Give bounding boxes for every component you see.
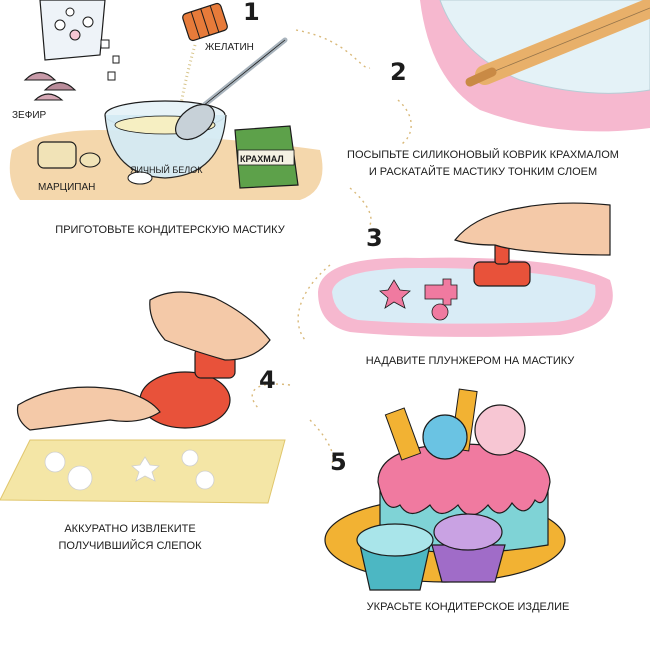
step-2-illustration xyxy=(420,0,650,132)
step-1-number: 1 xyxy=(243,0,260,26)
rolling-pin xyxy=(465,0,650,87)
step-1-illustration xyxy=(9,0,323,200)
egg-shell xyxy=(127,171,153,185)
hand-upper xyxy=(149,291,271,361)
step-2-caption-line2: И РАСКАТАЙТЕ МАСТИКУ ТОНКИМ СЛОЕМ xyxy=(369,165,597,178)
step-3-caption: НАДАВИТЕ ПЛУНЖЕРОМ НА МАСТИКУ xyxy=(366,355,576,367)
starch-bag xyxy=(234,125,299,189)
red-plunger-in-hand xyxy=(139,347,236,429)
blue-lollipop xyxy=(422,414,468,460)
cut-star-shape xyxy=(379,279,411,309)
label-gelatin: ЖЕЛАТИН xyxy=(205,42,254,53)
step-4-illustration xyxy=(0,291,286,504)
connector-curves xyxy=(251,29,412,466)
step-4-caption-line2: ПОЛУЧИВШИЙСЯ СЛЕПОК xyxy=(59,539,203,552)
fondant-shapes-on-sheet xyxy=(44,449,215,491)
label-marzipan: МАРЦИПАН xyxy=(38,182,95,193)
purple-cupcake xyxy=(431,513,506,583)
step-3-illustration xyxy=(318,202,613,337)
step-2-number: 2 xyxy=(390,58,407,86)
mat-fondant xyxy=(332,268,596,324)
step-2-caption-line1: ПОСЫПЬТЕ СИЛИКОНОВЫЙ КОВРИК КРАХМАЛОМ xyxy=(347,148,619,161)
marshmallow-bag xyxy=(39,0,120,81)
hand-lower xyxy=(16,386,161,431)
step-3-number: 3 xyxy=(366,224,383,252)
cut-puzzle-shape xyxy=(424,278,458,306)
marzipan xyxy=(37,141,101,169)
step-4-caption-line1: АККУРАТНО ИЗВЛЕКИТЕ xyxy=(64,523,195,535)
teal-cupcake xyxy=(356,523,434,591)
step-4-number: 4 xyxy=(259,366,276,394)
step-5-number: 5 xyxy=(330,448,347,476)
striped-lollipop xyxy=(474,404,526,456)
hand-pressing xyxy=(453,202,611,256)
label-egg-white: ЯИЧНЫЙ БЕЛОК xyxy=(130,164,203,175)
label-zefir: ЗЕФИР xyxy=(12,110,47,121)
cut-flower-shape xyxy=(431,303,449,321)
spoon xyxy=(175,37,288,141)
step-5-illustration xyxy=(324,388,566,591)
plunger-cutter xyxy=(473,239,531,287)
label-starch: КРАХМАЛ xyxy=(240,154,284,164)
gelatin-powder-stream xyxy=(178,44,197,111)
gelatin-box xyxy=(182,2,228,42)
step-1-caption: ПРИГОТОВЬТЕ КОНДИТЕРСКУЮ МАСТИКУ xyxy=(55,224,285,236)
zefir-meringues xyxy=(23,71,77,101)
step-5-caption: УКРАСЬТЕ КОНДИТЕРСКОЕ ИЗДЕЛИЕ xyxy=(367,601,570,613)
